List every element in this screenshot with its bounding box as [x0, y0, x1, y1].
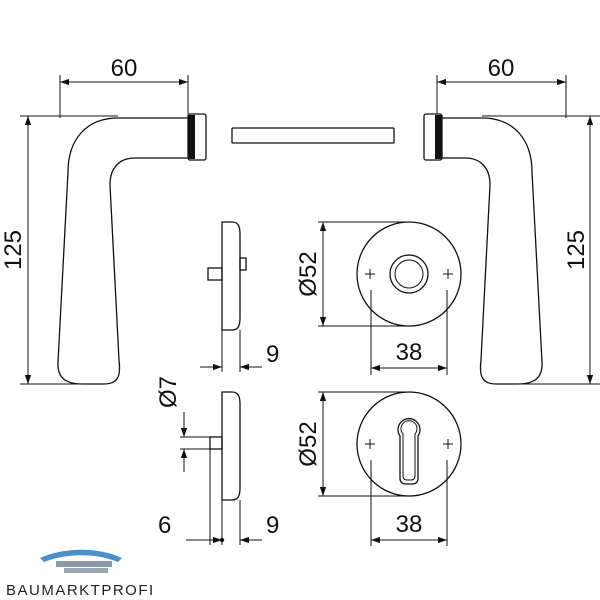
- bottom-rose-thickness-label: 9: [266, 512, 279, 539]
- top-rose-diameter-label: Ø52: [295, 251, 322, 296]
- right-lever-handle: [423, 113, 543, 385]
- pin-diameter-label: Ø7: [155, 376, 182, 408]
- bottom-rose-side-view: Ø7 6 9: [155, 376, 279, 545]
- left-height-dimension: 125: [0, 115, 118, 385]
- baumarktprofi-logo: BAUMARKTPROFI: [6, 549, 155, 599]
- top-rose-front-view: Ø52 38: [295, 221, 462, 375]
- bottom-rose-front-view: Ø52 38: [295, 391, 462, 546]
- spindle-bar: [231, 127, 395, 144]
- top-rose-side-view: 9: [200, 221, 279, 372]
- right-width-label: 60: [488, 55, 515, 82]
- left-lever-handle: [57, 113, 207, 385]
- right-width-dimension: 60: [436, 55, 567, 118]
- bottom-rose-diameter-label: Ø52: [295, 421, 322, 466]
- logo-text: BAUMARKTPROFI: [6, 582, 155, 599]
- left-width-label: 60: [111, 55, 138, 82]
- logo-swoosh: [40, 549, 122, 562]
- left-width-dimension: 60: [59, 55, 189, 118]
- right-height-dimension: 125: [482, 115, 600, 385]
- top-rose-thickness-label: 9: [266, 341, 279, 368]
- top-rose-width-label: 38: [396, 339, 423, 366]
- pin-length-label: 6: [158, 512, 171, 539]
- left-height-label: 125: [0, 230, 27, 270]
- bottom-rose-width-label: 38: [396, 511, 423, 538]
- right-height-label: 125: [563, 230, 590, 270]
